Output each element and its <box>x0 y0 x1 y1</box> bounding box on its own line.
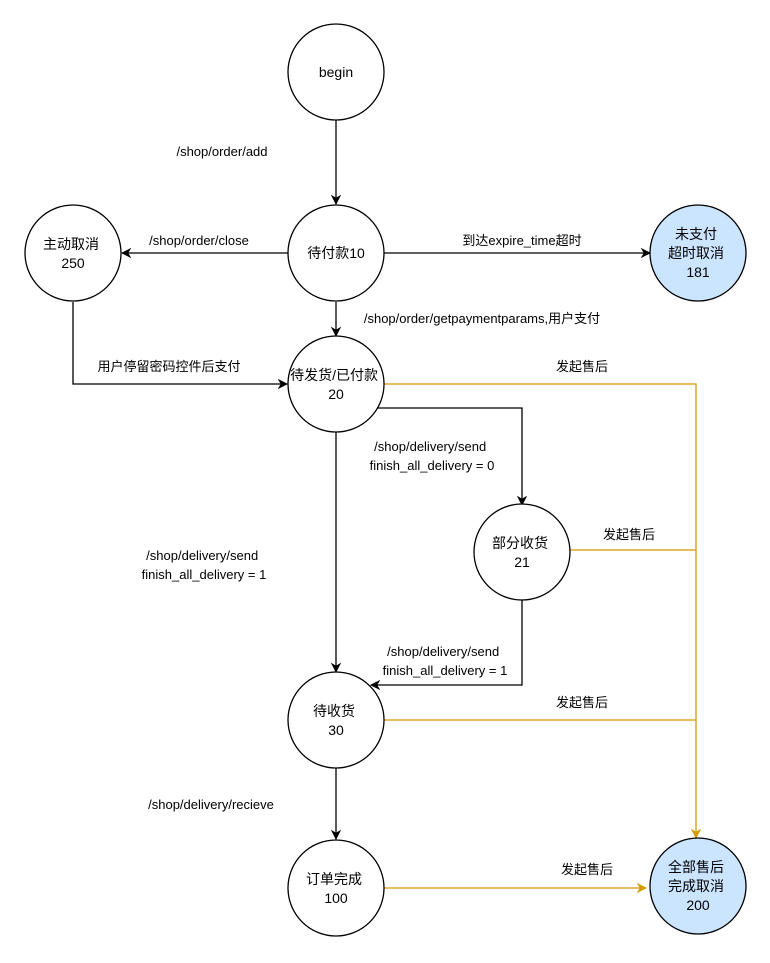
node-order-complete-label: 订单完成 100 <box>306 871 366 906</box>
edge-label-send-all: /shop/delivery/send finish_all_delivery … <box>142 548 267 582</box>
node-active-cancel-label: 主动取消 250 <box>43 236 103 271</box>
edge-label-resume-pay: 用户停留密码控件后支付 <box>97 359 240 374</box>
node-pending-ship-label: 待发货/已付款 20 <box>290 367 382 402</box>
node-partial-receive <box>473 503 571 601</box>
node-pending-receive-label: 待收货 30 <box>313 703 359 738</box>
edge-label-aftersale-100: 发起售后 <box>561 862 613 877</box>
edge-aftersale-from-pending-ship <box>384 383 702 840</box>
edge-label-send-rest: /shop/delivery/send finish_all_delivery … <box>383 644 508 678</box>
node-pending-ship <box>287 335 385 433</box>
node-partial-receive-label: 部分收货 21 <box>492 535 552 570</box>
edge-label-add: /shop/order/add <box>176 144 267 159</box>
edge-pending-ship-to-partial-receive <box>376 407 528 507</box>
edge-label-aftersale-30: 发起售后 <box>556 695 608 710</box>
edge-label-timeout: 到达expire_time超时 <box>462 233 581 248</box>
edge-label-aftersale-20: 发起售后 <box>556 359 608 374</box>
edge-label-close: /shop/order/close <box>149 233 249 248</box>
node-pending-pay-label: 待付款10 <box>307 245 365 261</box>
node-begin <box>287 23 385 121</box>
node-pending-receive <box>287 671 385 769</box>
node-pending-pay <box>287 204 385 302</box>
edge-active-cancel-to-pending-ship <box>72 302 289 390</box>
node-unpaid-timeout-label: 未支付 超时取消 181 <box>668 226 728 280</box>
node-full-aftersale-label: 全部售后 完成取消 200 <box>668 859 728 913</box>
edge-label-aftersale-21: 发起售后 <box>603 527 655 542</box>
edge-label-send-partial: /shop/delivery/send finish_all_delivery … <box>370 439 495 473</box>
edge-partial-receive-to-pending-receive <box>369 599 523 691</box>
node-active-cancel <box>24 204 122 302</box>
node-order-complete <box>287 839 385 937</box>
node-unpaid-timeout <box>649 204 747 302</box>
node-full-aftersale <box>649 837 747 935</box>
edge-label-receive: /shop/delivery/recieve <box>148 797 274 812</box>
edge-label-pay: /shop/order/getpaymentparams,用户支付 <box>364 311 600 326</box>
node-begin-label: begin <box>319 64 353 80</box>
